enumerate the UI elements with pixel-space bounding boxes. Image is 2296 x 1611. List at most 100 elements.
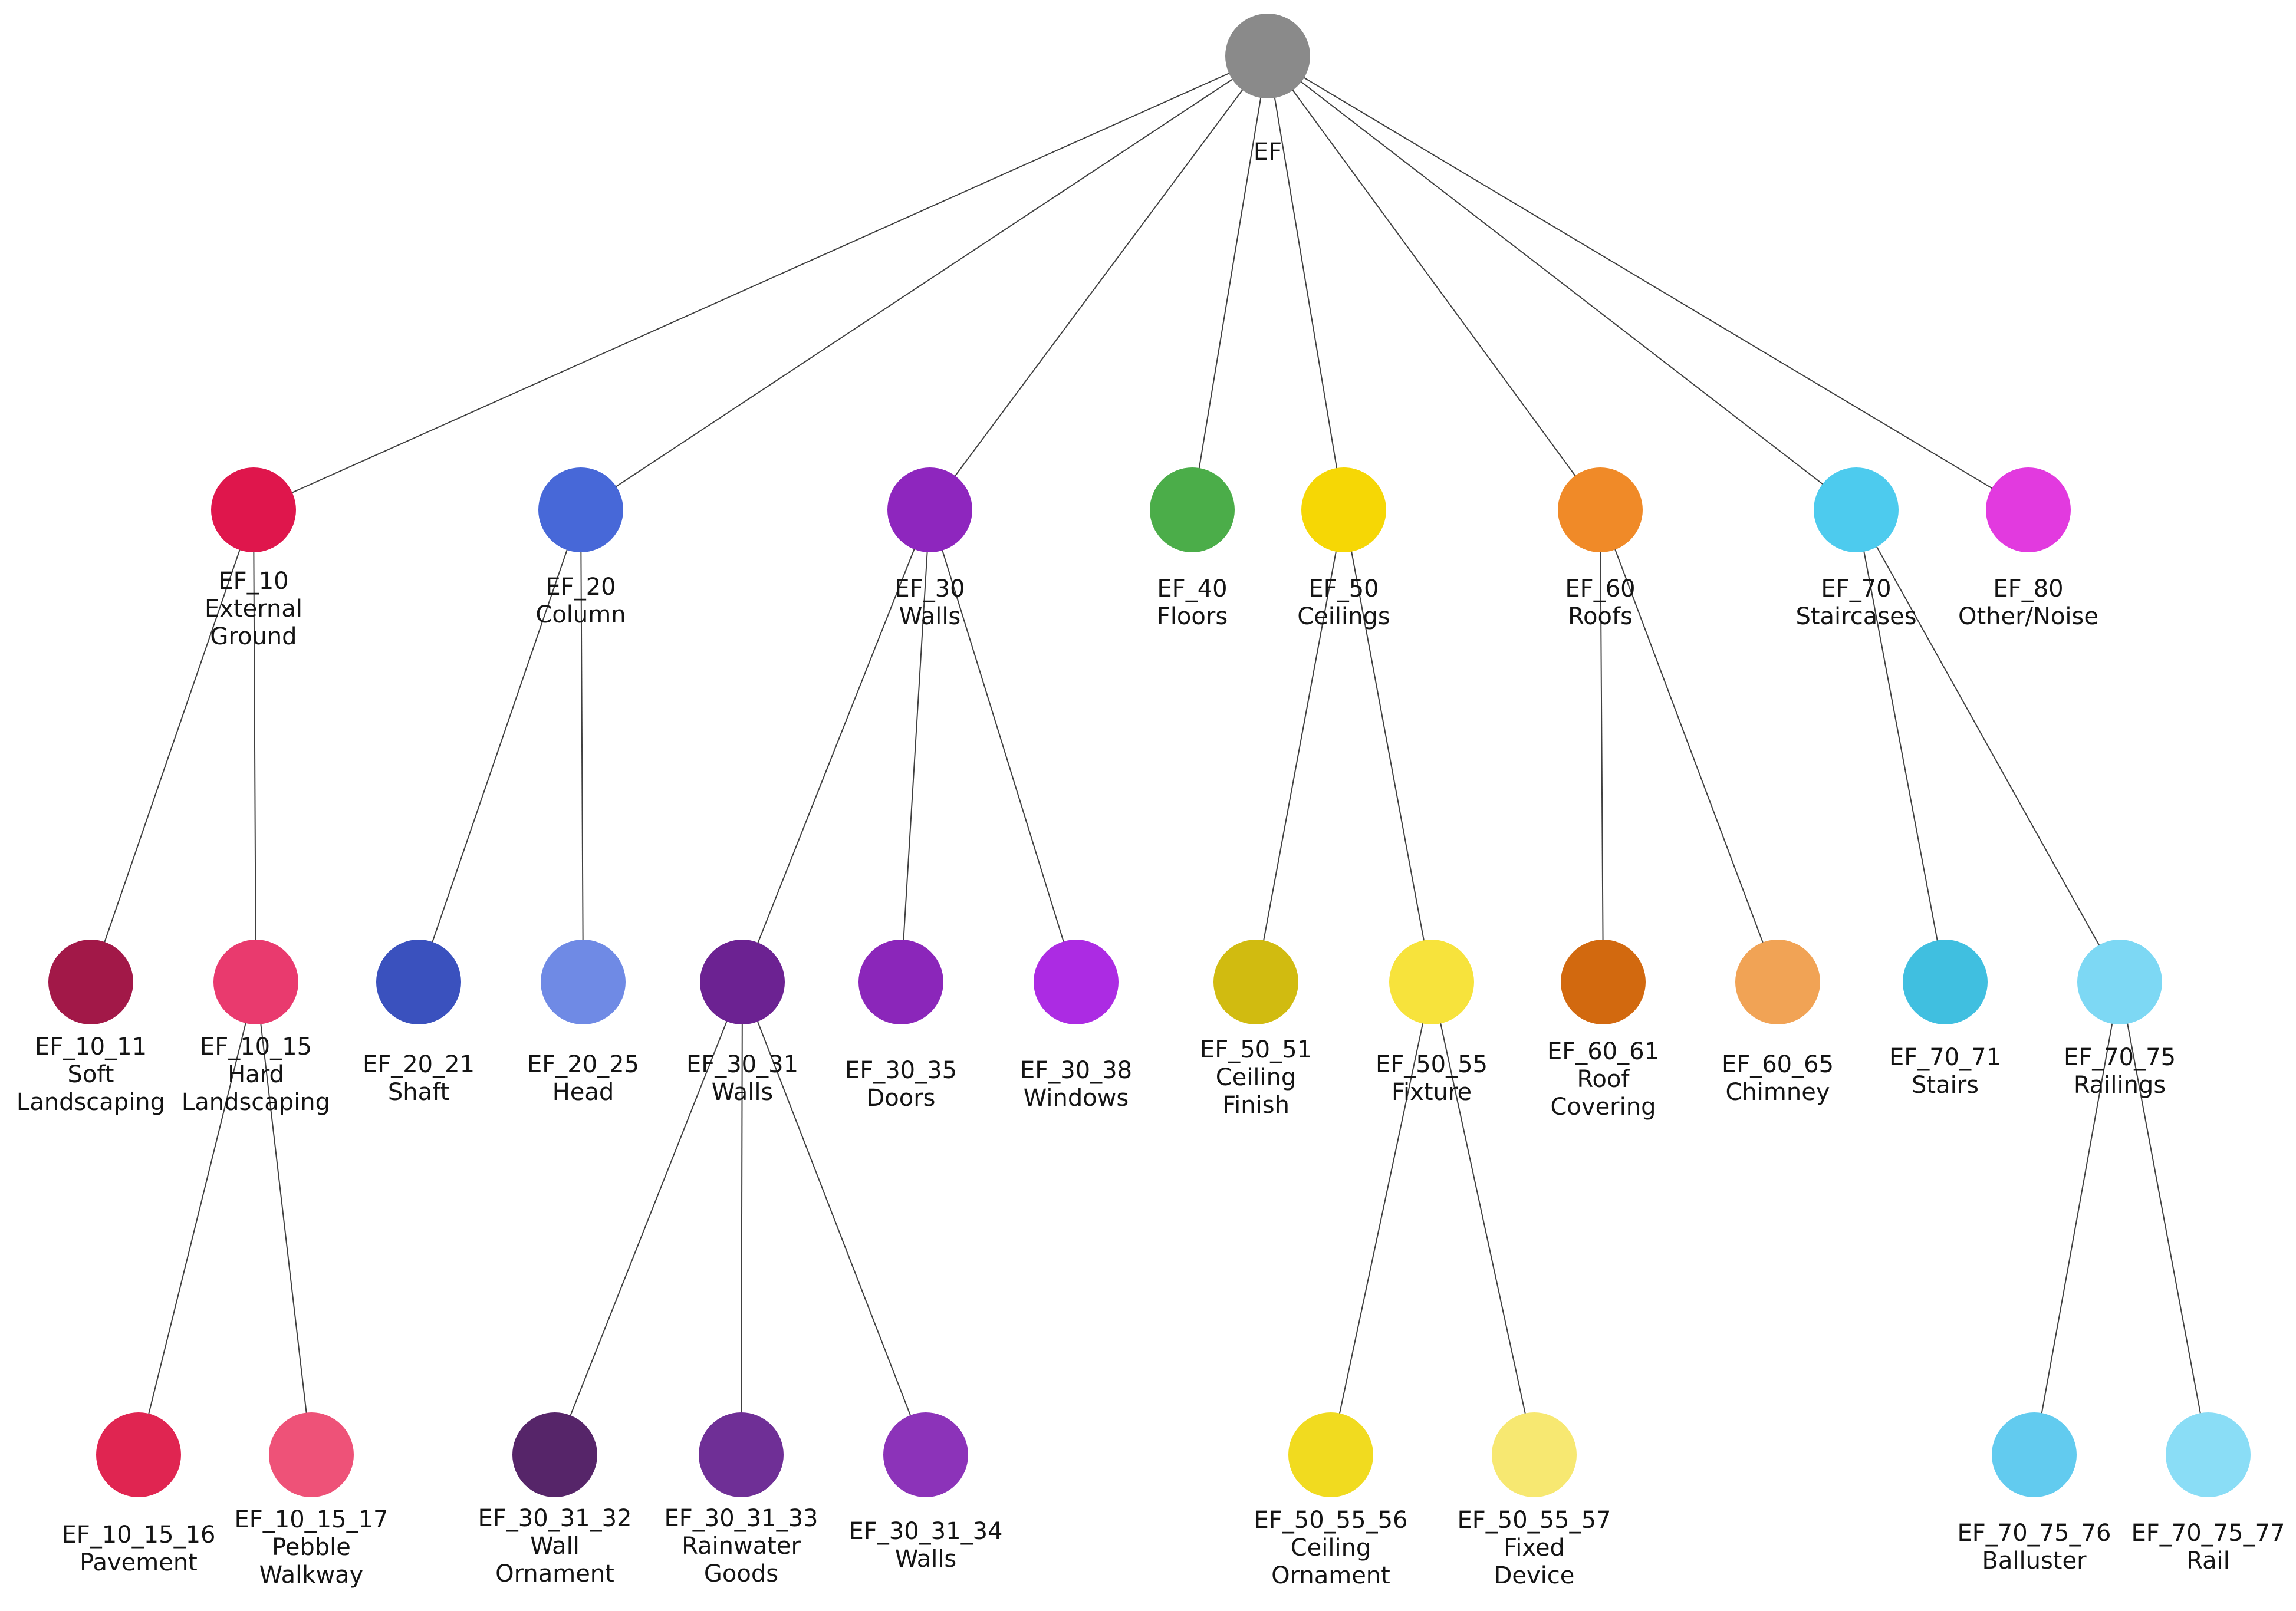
node-EF_30_31_33 bbox=[699, 1412, 784, 1497]
node-label-line: Pavement bbox=[80, 1549, 198, 1576]
node-label-line: Stairs bbox=[1912, 1072, 1979, 1099]
node-label-line: Ornament bbox=[1271, 1562, 1390, 1589]
edge-EF_30-EF_30_38 bbox=[929, 509, 1077, 983]
node-EF bbox=[1225, 14, 1310, 98]
node-label-line: Chimney bbox=[1726, 1079, 1830, 1106]
node-label-line: EF_30 bbox=[894, 575, 965, 602]
node-label-line: Column bbox=[535, 601, 626, 628]
node-EF_40 bbox=[1150, 467, 1235, 552]
edge-EF_50_55-EF_50_55_57 bbox=[1431, 981, 1535, 1455]
node-EF_20_25 bbox=[541, 940, 626, 1024]
node-label-line: EF_30_31 bbox=[686, 1051, 798, 1078]
edge-EF_30_31-EF_30_31_33 bbox=[741, 981, 743, 1455]
edge-EF_50-EF_50_55 bbox=[1343, 509, 1432, 983]
node-label-line: EF_20_25 bbox=[527, 1051, 639, 1078]
node-label-line: Other/Noise bbox=[1958, 603, 2098, 630]
node-label-line: Fixture bbox=[1392, 1079, 1472, 1106]
node-EF_70 bbox=[1814, 467, 1899, 552]
node-label-line: Walls bbox=[712, 1079, 774, 1106]
node-label-line: Windows bbox=[1024, 1085, 1129, 1112]
node-EF_30_38 bbox=[1034, 940, 1119, 1024]
node-label-line: External bbox=[205, 595, 302, 622]
node-label-EF: EF bbox=[1254, 139, 1282, 166]
node-EF_30_31_34 bbox=[883, 1412, 968, 1497]
edge-EF-EF_80 bbox=[1267, 55, 2029, 510]
node-label-line: Soft bbox=[68, 1061, 114, 1088]
node-EF_30 bbox=[887, 467, 972, 552]
edge-EF_70_75-EF_70_75_77 bbox=[2119, 981, 2209, 1455]
edge-EF_50-EF_50_51 bbox=[1255, 509, 1344, 983]
edge-EF-EF_20 bbox=[580, 55, 1268, 510]
node-label-line: Ceiling bbox=[1216, 1064, 1297, 1091]
node-label-line: Goods bbox=[704, 1560, 778, 1587]
node-EF_60 bbox=[1558, 467, 1643, 552]
node-layer bbox=[48, 14, 2251, 1497]
node-label-line: Walls bbox=[899, 603, 961, 630]
edge-EF_70_75-EF_70_75_76 bbox=[2034, 981, 2120, 1455]
edge-EF-EF_10 bbox=[253, 55, 1268, 510]
node-label-line: Device bbox=[1494, 1562, 1575, 1589]
node-EF_50_55_57 bbox=[1492, 1412, 1577, 1497]
node-label-line: Ornament bbox=[495, 1560, 614, 1587]
edge-EF_60-EF_60_65 bbox=[1600, 509, 1778, 983]
node-EF_50_55_56 bbox=[1288, 1412, 1373, 1497]
node-label-line: EF_70_75 bbox=[2064, 1044, 2176, 1071]
node-EF_20_21 bbox=[376, 940, 461, 1024]
node-label-line: Landscaping bbox=[182, 1089, 330, 1116]
node-label-line: EF_70 bbox=[1821, 575, 1891, 602]
node-label-line: EF_10 bbox=[218, 568, 288, 595]
edge-layer bbox=[90, 55, 2209, 1455]
edge-EF_50_55-EF_50_55_56 bbox=[1330, 981, 1432, 1455]
node-label-line: Ceilings bbox=[1297, 603, 1390, 630]
node-label-line: EF_30_38 bbox=[1020, 1057, 1132, 1084]
node-EF_70_75 bbox=[2077, 940, 2162, 1024]
edge-EF_30_31-EF_30_31_34 bbox=[742, 981, 926, 1455]
node-EF_30_31_32 bbox=[512, 1412, 597, 1497]
node-label-line: EF_30_31_33 bbox=[665, 1505, 818, 1532]
node-label-line: EF_50 bbox=[1308, 575, 1379, 602]
node-EF_30_35 bbox=[858, 940, 943, 1024]
edge-EF-EF_30 bbox=[929, 55, 1268, 510]
edge-EF_10_15-EF_10_15_17 bbox=[255, 981, 312, 1455]
edge-EF-EF_60 bbox=[1267, 55, 1601, 510]
node-label-line: EF_50_55 bbox=[1376, 1051, 1488, 1078]
node-label-line: EF_30_31_34 bbox=[849, 1518, 1003, 1545]
node-label-line: Finish bbox=[1222, 1092, 1290, 1119]
node-label-line: EF_70_75_77 bbox=[2131, 1520, 2285, 1547]
node-label-line: Head bbox=[552, 1079, 614, 1106]
node-EF_80 bbox=[1986, 467, 2071, 552]
node-label-line: EF_30_31_32 bbox=[478, 1505, 632, 1532]
node-label-line: EF_50_55_57 bbox=[1458, 1507, 1611, 1534]
node-EF_50 bbox=[1301, 467, 1386, 552]
node-label-line: Wall bbox=[530, 1533, 580, 1560]
node-label-line: Landscaping bbox=[17, 1089, 165, 1116]
edge-EF_20-EF_20_21 bbox=[418, 509, 581, 983]
edge-EF_10-EF_10_11 bbox=[90, 509, 254, 983]
node-EF_70_71 bbox=[1903, 940, 1988, 1024]
node-label-line: EF_10_15 bbox=[200, 1033, 312, 1060]
node-label-line: EF_20 bbox=[545, 574, 616, 601]
node-label-line: Shaft bbox=[388, 1079, 449, 1106]
edge-EF_20-EF_20_25 bbox=[580, 509, 584, 983]
node-EF_30_31 bbox=[700, 940, 785, 1024]
